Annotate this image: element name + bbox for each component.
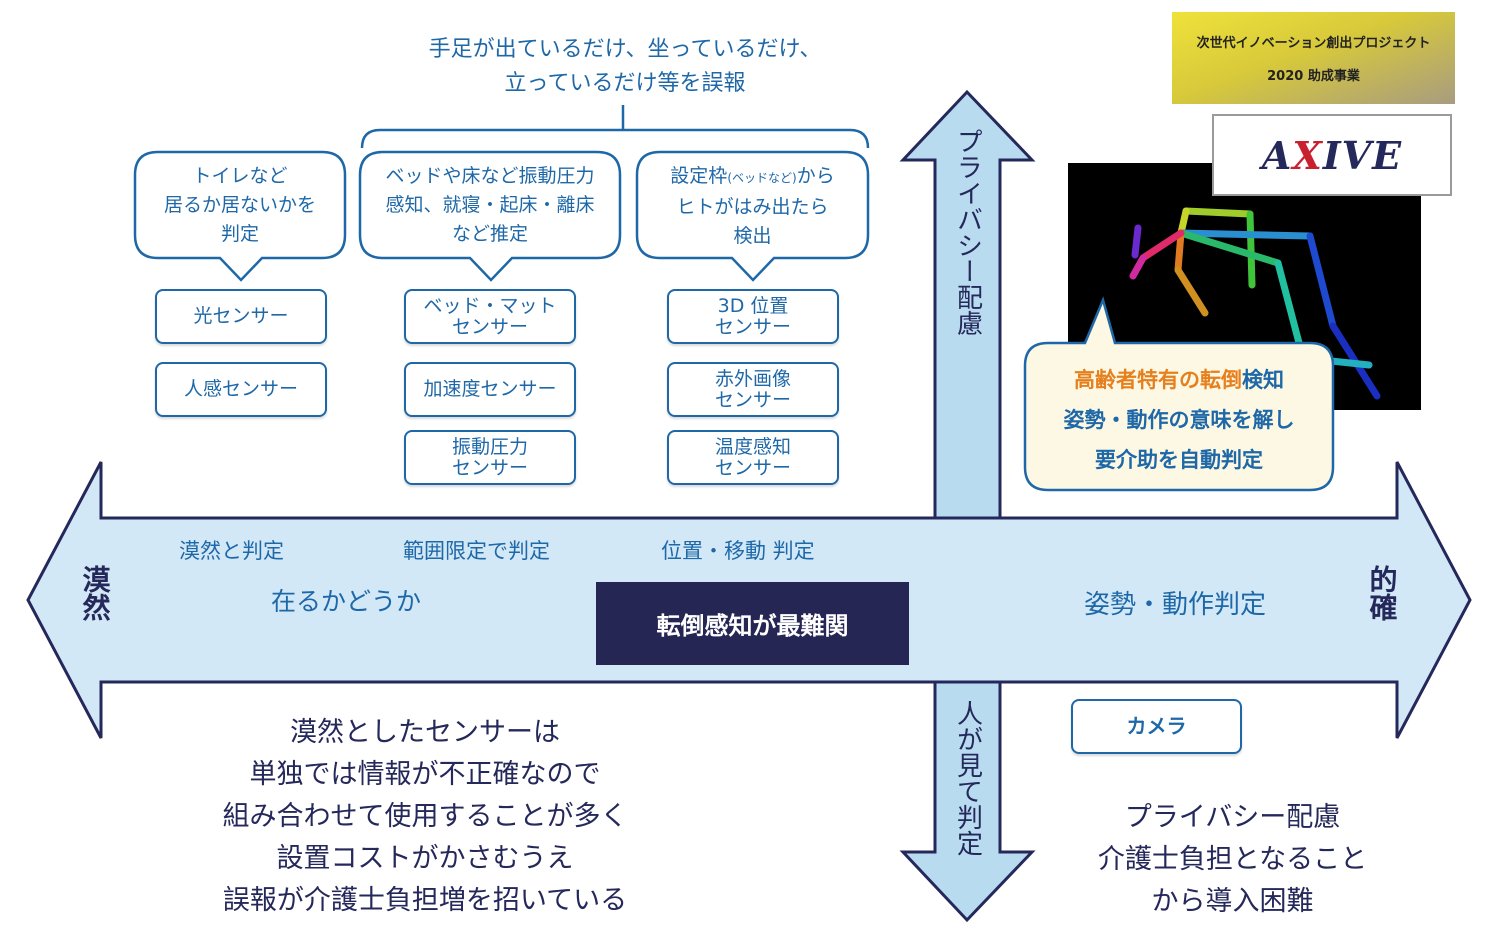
bubble-line: トイレなど [192,165,288,187]
sensor-3d-position: 3D 位置 センサー [667,289,839,344]
sensor-label: 赤外画像 [714,367,791,390]
summary-line: 誤報が介護士負担増を招いている [222,885,628,916]
false-alarm-note: 手足が出ているだけ、坐っているだけ、 立っているだけ等を誤報 [330,33,920,101]
key-message-text: 転倒感知が最難関 [656,612,849,640]
stage-vague: 漠然と判定 [179,539,284,563]
false-alarm-line-2: 立っているだけ等を誤報 [504,71,746,96]
sensor-bed-mat: ベッド・マット センサー [404,289,576,344]
summary-right: プライバシー配慮 介護士負担となること から導入困難 [1060,797,1405,923]
sensor-label: カメラ [1126,714,1187,738]
grouping-bracket [360,105,870,149]
grant-badge: 次世代イノベーション創出プロジェクト 2020 助成事業 [1172,12,1455,104]
bubble-line: 居るか居ないかを [163,194,316,216]
summary-line: 単独では情報が不正確なので [249,759,601,790]
bubble-line: ヒトがはみ出たら [676,196,829,218]
badge-line-1: 次世代イノベーション創出プロジェクト [1196,36,1431,51]
summary-left: 漠然としたセンサーは 単独では情報が不正確なので 組み合わせて使用することが多く… [160,712,690,922]
sensor-label: センサー [714,388,791,411]
sensor-label: センサー [451,456,528,479]
privacy-axis-label: プライバシー配慮 [952,128,983,336]
sensor-camera: カメラ [1071,699,1242,754]
vague-end-label: 漠然 [78,565,112,621]
stage-position-movement: 位置・移動 判定 [661,539,815,563]
bubble-line: 判定 [220,223,259,245]
bubble-line: ベッドや床など振動圧力 [385,165,595,187]
sensor-label: 人感センサー [183,378,298,400]
bubble-zone-exit: 設定枠(ベッドなど)から ヒトがはみ出たら 検出 [637,162,868,251]
sensor-label: 振動圧力 [451,435,528,458]
sensor-label: 加速度センサー [423,378,557,400]
human-judge-axis-label: 人が見て判定 [952,700,983,856]
sensor-label: センサー [714,456,791,479]
callout-line-3: 要介助を自動判定 [1095,448,1263,472]
sensor-label: 光センサー [193,305,289,327]
sensor-light: 光センサー [155,289,327,344]
sensor-temperature: 温度感知 センサー [667,430,839,485]
bubble-shape-1 [133,150,347,282]
bubble-line: 検出 [733,225,772,247]
bubble-shape-3 [635,150,870,282]
sensor-label: ベッド・マット [423,294,557,317]
precise-end-label: 的確 [1365,565,1399,621]
logo-text: AXIVE [1261,132,1403,178]
summary-line: 漠然としたセンサーは [290,717,560,748]
sensor-motion: 人感センサー [155,362,327,417]
sensor-label: 3D 位置 [717,294,789,317]
stage-range-limited: 範囲限定で判定 [403,539,550,563]
false-alarm-line-1: 手足が出ているだけ、坐っているだけ、 [428,37,822,62]
privacy-up-arrow [899,89,1036,520]
fall-detection-callout: 高齢者特有の転倒検知 姿勢・動作の意味を解し 要介助を自動判定 [1026,360,1332,480]
summary-line: 組み合わせて使用することが多く [222,801,628,832]
bubble-presence: トイレなど 居るか居ないかを 判定 [137,162,343,249]
badge-line-2: 2020 助成事業 [1267,69,1360,84]
callout-line-1: 高齢者特有の転倒検知 [1074,368,1284,392]
bubble-shape-2 [358,150,622,282]
bubble-bed-floor: ベッドや床など振動圧力 感知、就寝・起床・離床 など推定 [360,162,620,249]
summary-line: プライバシー配慮 [1124,802,1341,833]
presence-label: 在るかどうか [271,587,422,616]
sensor-vibration-pressure: 振動圧力 センサー [404,430,576,485]
summary-line: から導入困難 [1151,886,1314,917]
bubble-line: 設定枠(ベッドなど)から [670,165,835,187]
human-judge-down-arrow [899,680,1036,923]
sensor-label: センサー [714,315,791,338]
summary-line: 介護士負担となること [1097,844,1368,875]
summary-line: 設置コストがかさむうえ [276,843,574,874]
sensor-label: センサー [451,315,528,338]
key-message-box: 転倒感知が最難関 [596,582,909,665]
bubble-line: など推定 [451,223,528,245]
sensor-label: 温度感知 [714,435,791,458]
axive-logo: AXIVE [1212,114,1452,196]
posture-label: 姿勢・動作判定 [1084,590,1267,620]
bubble-line: 感知、就寝・起床・離床 [385,194,595,216]
callout-line-2: 姿勢・動作の意味を解し [1063,408,1295,432]
sensor-infrared-image: 赤外画像 センサー [667,362,839,417]
sensor-accelerometer: 加速度センサー [404,362,576,417]
